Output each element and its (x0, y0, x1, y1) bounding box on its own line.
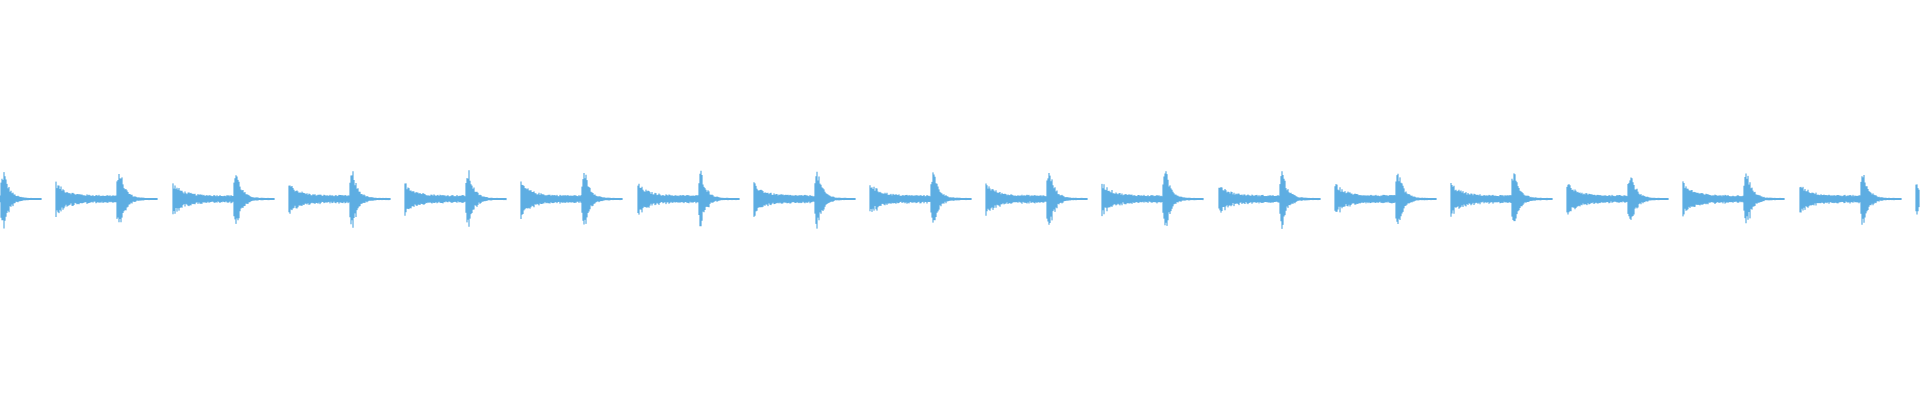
waveform-path (0, 170, 1920, 229)
waveform-bars (0, 170, 1920, 229)
